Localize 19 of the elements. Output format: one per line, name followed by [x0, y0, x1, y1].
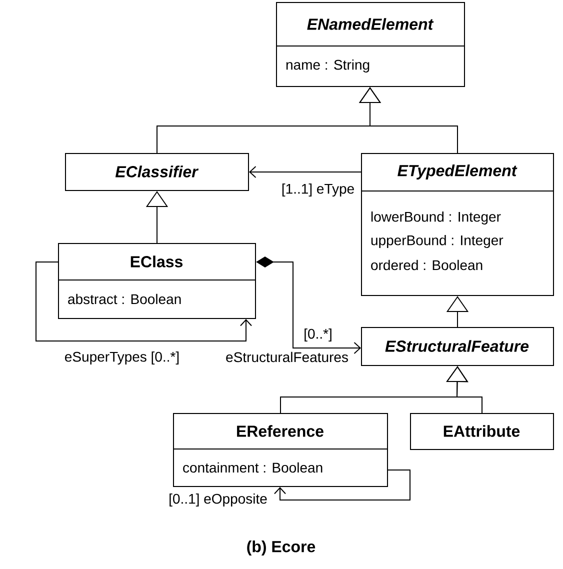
generalization-arrow: [446, 366, 482, 414]
multiplicity-label: [0..*]: [304, 328, 332, 342]
class-box: EClass abstract : Boolean: [58, 243, 256, 319]
edge-label: eStructuralFeatures: [224, 350, 350, 364]
class-box: EStructuralFeature: [361, 327, 554, 366]
edge-label: [0..1] eOpposite: [168, 492, 268, 508]
class-box: ETypedElement lowerBound : Integer upperBound : Integer ordered : Boolean: [360, 153, 554, 296]
class-box: EAttribute: [410, 413, 554, 450]
association-arrow: [36, 262, 252, 342]
composition-arrow: [256, 256, 361, 354]
class-box: EReference containment : Boolean: [172, 413, 388, 487]
class-box: EClassifier: [65, 153, 249, 191]
edge-label: [1..1] eType: [280, 182, 356, 198]
edge-label: eSuperTypes [0..*]: [63, 350, 181, 366]
caption: (b) Ecore: [247, 540, 316, 556]
class-box: ENamedElement name : String: [276, 2, 465, 87]
association-arrow: [249, 166, 362, 178]
generalization-arrow: [358, 87, 458, 154]
association-arrow: [274, 470, 410, 500]
